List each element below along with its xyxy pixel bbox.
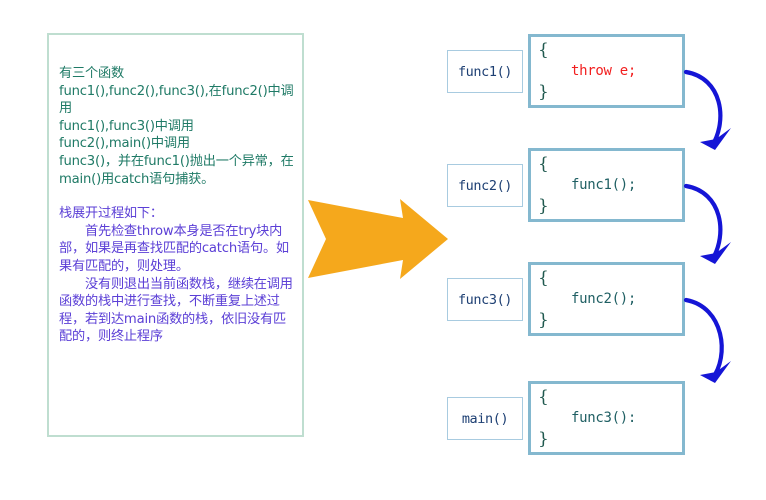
description-text-block: 有三个函数 func1(),func2(),func3(),在func2()中调…	[59, 65, 296, 346]
frame-label-text: main()	[461, 410, 509, 427]
stack-frame-func3: func3() { } func2();	[440, 262, 760, 336]
frame-label-box-func3: func3()	[447, 278, 523, 321]
description-panel: 有三个函数 func1(),func2(),func3(),在func2()中调…	[47, 33, 304, 437]
stack-frame-func1: func1() { } throw e;	[440, 34, 760, 108]
frame-label-text: func2()	[457, 177, 513, 194]
brace-close-icon: }	[538, 310, 549, 330]
frame-code-text: func1();	[571, 177, 637, 193]
brace-open-icon: {	[538, 387, 549, 407]
description-paragraph-unwinding: 栈展开过程如下： 首先检查throw本身是否在try块内部，如果是再查找匹配的c…	[59, 206, 293, 345]
right-arrow-icon	[308, 199, 448, 279]
frame-label-box-main: main()	[447, 397, 523, 440]
brace-open-icon: {	[538, 40, 549, 60]
stack-frame-main: main() { } func3():	[440, 381, 760, 455]
brace-close-icon: }	[538, 429, 549, 449]
brace-open-icon: {	[538, 268, 549, 288]
right-arrow-shape	[308, 199, 448, 279]
description-paragraph-scenario: 有三个函数 func1(),func2(),func3(),在func2()中调…	[59, 66, 294, 187]
brace-open-icon: {	[538, 154, 549, 174]
frame-label-text: func3()	[457, 291, 513, 308]
brace-close-icon: }	[538, 82, 549, 102]
frame-label-text: func1()	[457, 63, 513, 80]
frame-code-text: func2();	[571, 291, 637, 307]
frame-label-box-func2: func2()	[447, 164, 523, 207]
frame-code-box-main: { } func3():	[528, 381, 685, 455]
frame-code-text: throw e;	[571, 63, 637, 79]
frame-code-text: func3():	[571, 410, 637, 426]
frame-code-box-func1: { } throw e;	[528, 34, 685, 108]
frame-code-box-func2: { } func1();	[528, 148, 685, 222]
brace-close-icon: }	[538, 196, 549, 216]
stack-frame-func2: func2() { } func1();	[440, 148, 760, 222]
frame-label-box-func1: func1()	[447, 50, 523, 93]
frame-code-box-func3: { } func2();	[528, 262, 685, 336]
